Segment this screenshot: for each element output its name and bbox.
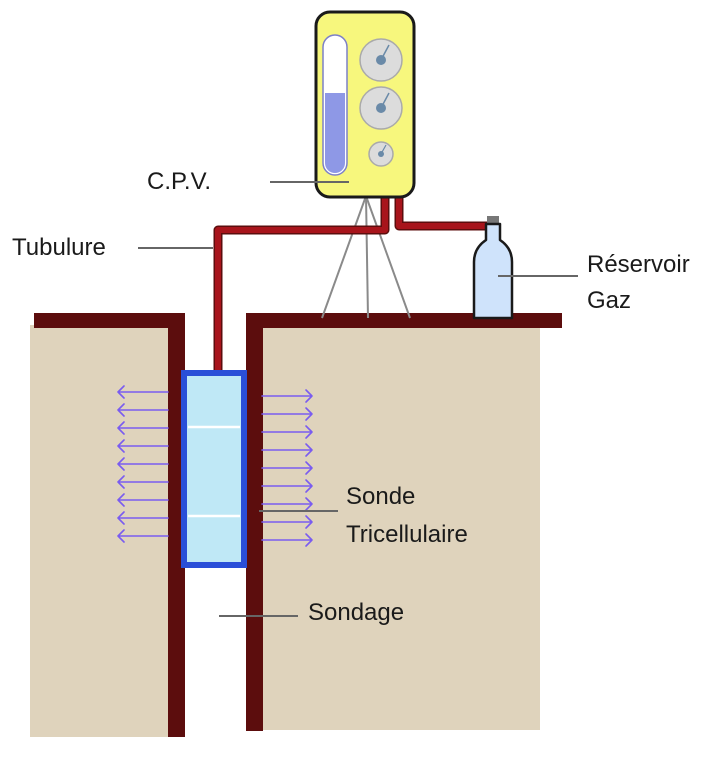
- pressure-arrows-left: [117, 385, 169, 543]
- probe-icon: [181, 370, 247, 568]
- label-cpv: C.P.V.: [147, 168, 212, 195]
- label-reservoir-line1: Réservoir: [587, 251, 690, 278]
- soil-left: [30, 325, 170, 737]
- label-sonde-line2: Tricellulaire: [346, 521, 468, 548]
- gas-supply-pipe: [394, 196, 495, 234]
- borehole-casing: [34, 313, 562, 737]
- gas-bottle-icon: [472, 216, 514, 320]
- pressure-arrows-right: [261, 389, 313, 547]
- label-sonde-line1: Sonde: [346, 483, 416, 510]
- leader-lines: [138, 181, 578, 617]
- cpv-control-unit-icon: [314, 10, 416, 199]
- label-reservoir-line2: Gaz: [587, 287, 632, 314]
- label-sondage: Sondage: [308, 599, 405, 626]
- label-tubulure: Tubulure: [12, 234, 106, 261]
- tubulure-pipe: [213, 191, 390, 385]
- cpv-tripod: [321, 195, 411, 319]
